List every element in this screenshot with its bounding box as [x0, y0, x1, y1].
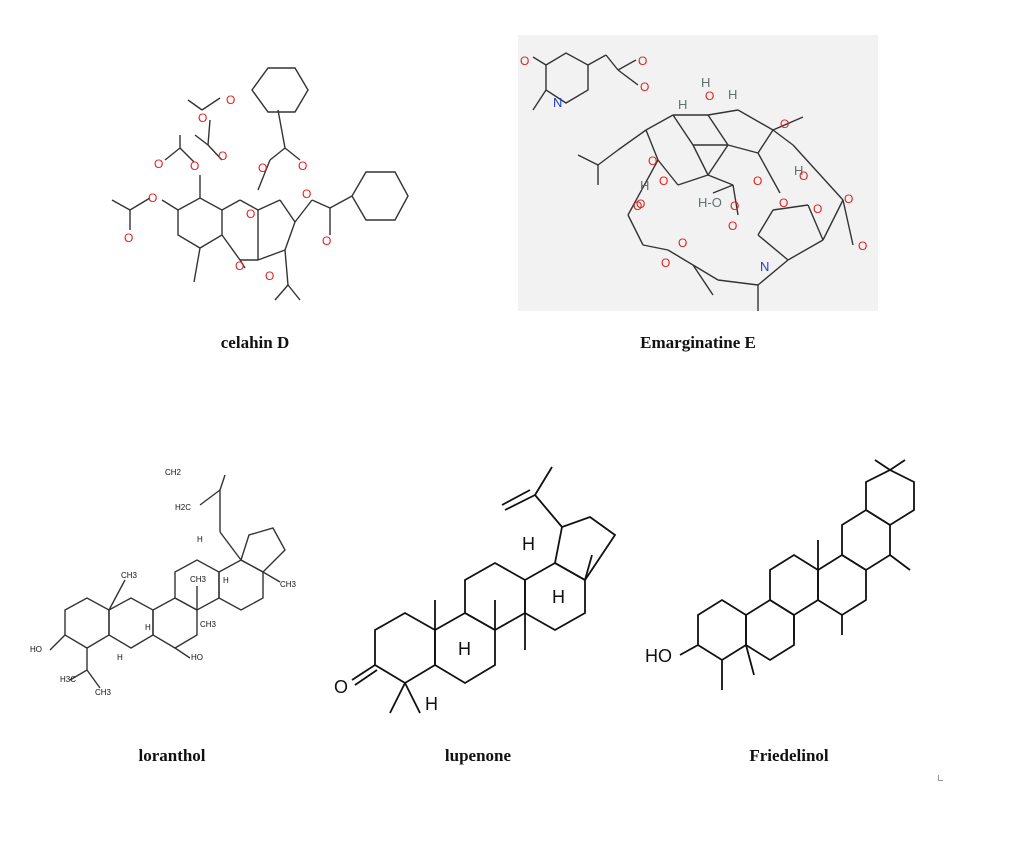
svg-text:CH3: CH3	[280, 580, 297, 589]
svg-text:H: H	[728, 87, 737, 102]
svg-text:O: O	[648, 154, 657, 168]
svg-text:H: H	[701, 75, 710, 90]
svg-text:H3C: H3C	[60, 675, 76, 684]
friedelinol-panel: HO	[640, 459, 940, 710]
svg-text:H: H	[640, 178, 649, 193]
svg-text:O: O	[124, 231, 133, 245]
compound-name-friedelinol: Friedelinol	[749, 746, 829, 765]
svg-text:O: O	[659, 174, 668, 188]
svg-text:O: O	[258, 161, 267, 175]
svg-text:H-O: H-O	[698, 195, 722, 210]
compound-name-loranthol: loranthol	[138, 746, 206, 765]
svg-text:O: O	[198, 111, 207, 125]
svg-text:O: O	[858, 239, 867, 253]
svg-text:CH3: CH3	[95, 688, 112, 697]
svg-text:O: O	[638, 54, 647, 68]
compound-name-emarginatine-e: Emarginatine E	[640, 333, 756, 352]
svg-text:O: O	[190, 159, 199, 173]
svg-text:O: O	[218, 149, 227, 163]
svg-text:O: O	[154, 157, 163, 171]
lupenone-structure: O H H H H	[334, 466, 617, 714]
svg-text:O: O	[322, 234, 331, 248]
svg-text:H: H	[425, 694, 438, 714]
svg-text:O: O	[334, 677, 348, 697]
svg-text:CH3: CH3	[121, 571, 138, 580]
svg-text:O: O	[730, 199, 739, 213]
svg-text:N: N	[553, 95, 562, 110]
celahin-d-panel: O O O O O O O O O O O O O O	[90, 60, 430, 320]
svg-text:CH3: CH3	[190, 575, 207, 584]
loranthol-structure: CH2 H2C HO H3C CH3 HO CH3 CH3 CH3 CH3 H …	[30, 468, 297, 697]
compound-name-lupenone: lupenone	[444, 746, 512, 765]
svg-text:O: O	[636, 197, 645, 211]
svg-text:O: O	[148, 191, 157, 205]
svg-text:HO: HO	[645, 646, 672, 666]
svg-text:HO: HO	[191, 653, 203, 662]
svg-text:O: O	[799, 169, 808, 183]
svg-text:H: H	[197, 535, 203, 544]
svg-text:O: O	[753, 174, 762, 188]
svg-text:O: O	[265, 269, 274, 283]
svg-text:HO: HO	[30, 645, 42, 654]
svg-text:N: N	[760, 259, 769, 274]
lupenone-panel: O H H H H	[330, 455, 650, 715]
compound-name-celahin-d: celahin D	[220, 333, 290, 352]
celahin-d-structure: O O O O O O O O O O O O O O	[111, 67, 409, 301]
svg-text:O: O	[844, 192, 853, 206]
svg-text:CH3: CH3	[200, 620, 217, 629]
friedelinol-structure: HO	[645, 459, 915, 690]
svg-text:O: O	[678, 236, 687, 250]
svg-text:O: O	[226, 93, 235, 107]
svg-text:CH2: CH2	[165, 468, 182, 477]
svg-text:H2C: H2C	[175, 503, 191, 512]
svg-text:O: O	[640, 80, 649, 94]
svg-text:O: O	[779, 196, 788, 210]
svg-text:O: O	[302, 187, 311, 201]
svg-text:H: H	[223, 576, 229, 585]
svg-text:O: O	[728, 219, 737, 233]
svg-text:O: O	[780, 117, 789, 131]
svg-text:O: O	[661, 256, 670, 270]
svg-text:H: H	[117, 653, 123, 662]
svg-text:O: O	[705, 89, 714, 103]
svg-text:H: H	[458, 639, 471, 659]
emarginatine-e-structure: O N O O H O H H O O H O O H O O H-O O O …	[518, 35, 878, 311]
svg-text:O: O	[520, 54, 529, 68]
svg-text:O: O	[633, 199, 642, 213]
svg-text:H: H	[145, 623, 151, 632]
loranthol-panel: CH2 H2C HO H3C CH3 HO CH3 CH3 CH3 CH3 H …	[25, 460, 315, 697]
svg-text:O: O	[235, 259, 244, 273]
svg-text:O: O	[813, 202, 822, 216]
svg-text:O: O	[246, 207, 255, 221]
svg-text:O: O	[298, 159, 307, 173]
corner-mark	[938, 775, 943, 781]
svg-text:H: H	[522, 534, 535, 554]
emarginatine-e-panel: O N O O H O H H O O H O O H O O H-O O O …	[518, 35, 878, 311]
svg-text:H: H	[678, 97, 687, 112]
svg-text:H: H	[794, 163, 803, 178]
svg-text:H: H	[552, 587, 565, 607]
